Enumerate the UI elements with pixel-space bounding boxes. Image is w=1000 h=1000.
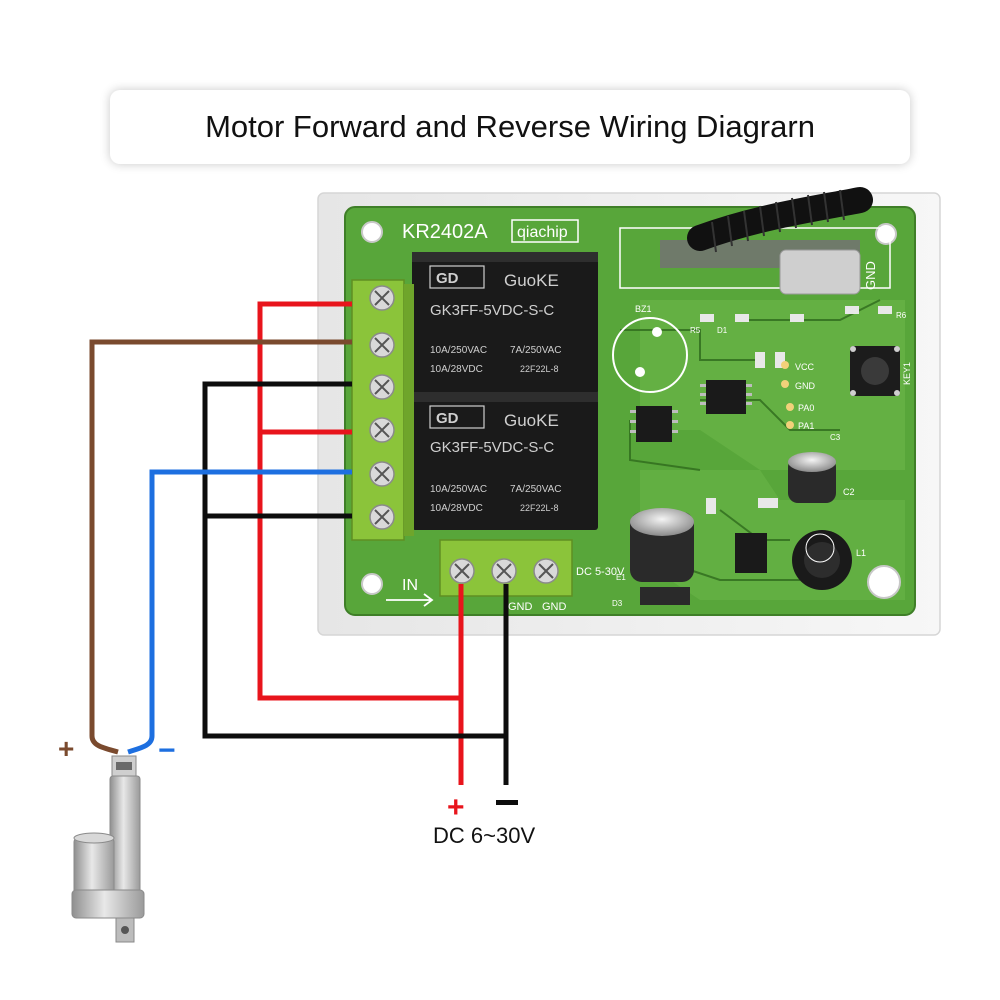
r5-label: R5 xyxy=(690,326,701,335)
relay-2-rating1: 10A/250VAC xyxy=(430,484,487,495)
antenna-coil xyxy=(687,187,873,253)
test-points xyxy=(781,361,794,429)
capacitor-e1: E1 xyxy=(616,508,694,582)
svg-text:GD: GD xyxy=(436,270,459,287)
relay-2-code: 22F22L-8 xyxy=(520,503,559,513)
vcc-label: VCC xyxy=(795,362,815,372)
inductor-l1: L1 xyxy=(792,530,866,590)
relay-1-brand: GuoKE xyxy=(504,271,559,290)
power-supply-label: DC 6~30V xyxy=(433,823,535,848)
key1-button: KEY1 xyxy=(850,346,912,396)
gnd2-label: GND xyxy=(542,601,567,613)
title-card: Motor Forward and Reverse Wiring Diagrar… xyxy=(110,90,910,164)
relay-2-rating3: 10A/28VDC xyxy=(430,503,483,514)
motor-plus-label: + xyxy=(58,733,74,764)
red-wire-relay-loop xyxy=(257,301,352,435)
pa1-label: PA1 xyxy=(798,421,814,431)
output-terminal-block xyxy=(351,279,414,541)
motor-minus-label: − xyxy=(158,734,176,767)
power-plus-label: + xyxy=(447,791,465,824)
linear-actuator-motor xyxy=(71,755,145,943)
red-wire-to-power-plus xyxy=(257,432,461,701)
c3-label: C3 xyxy=(830,433,841,442)
in-arrow xyxy=(386,593,434,607)
power-minus-bar xyxy=(496,800,518,805)
d3-label: D3 xyxy=(612,599,623,608)
relay-1-rating3: 10A/28VDC xyxy=(430,364,483,375)
rf-module: GND xyxy=(619,187,891,295)
mounting-holes xyxy=(361,221,901,599)
diagram-title: Motor Forward and Reverse Wiring Diagrar… xyxy=(205,109,815,144)
ic-chips xyxy=(630,380,767,573)
pa0-label: PA0 xyxy=(798,403,814,413)
smd-components xyxy=(640,306,892,605)
brand-box xyxy=(511,219,579,243)
black-wire-relay-loop xyxy=(202,381,352,519)
relay-2: GD GuoKE GK3FF-5VDC-S-C 10A/250VAC 7A/25… xyxy=(412,392,598,530)
power-silkscreen-label: DC 5-30V xyxy=(576,566,625,578)
d1-label: D1 xyxy=(717,326,728,335)
capacitor-c2: C2 xyxy=(788,452,855,503)
l1-label: L1 xyxy=(856,548,866,558)
brown-wire-motor-plus xyxy=(89,339,352,755)
board-model-label: KR2402A xyxy=(402,221,488,243)
gnd-pin-label: GND xyxy=(863,261,878,290)
black-wire-to-power-minus xyxy=(202,516,506,739)
key1-label: KEY1 xyxy=(902,362,912,385)
relay-1-rating2: 7A/250VAC xyxy=(510,345,562,356)
r6-label: R6 xyxy=(896,311,907,320)
buzzer-bz1: BZ1 xyxy=(612,304,688,393)
bz1-label: BZ1 xyxy=(635,304,652,314)
relay-2-rating2: 7A/250VAC xyxy=(510,484,562,495)
c2-label: C2 xyxy=(843,487,855,497)
relay-1-code: 22F22L-8 xyxy=(520,364,559,374)
relay-1-rating1: 10A/250VAC xyxy=(430,345,487,356)
in-label: IN xyxy=(402,577,418,594)
blue-wire-motor-minus xyxy=(127,469,352,755)
board-brand-label: qiachip xyxy=(517,224,568,241)
svg-text:GD: GD xyxy=(436,410,459,427)
gnd1-label: GND xyxy=(508,601,533,613)
relay-1-part: GK3FF-5VDC-S-C xyxy=(430,302,554,319)
relay-2-brand: GuoKE xyxy=(504,411,559,430)
relay-1: GD GuoKE GK3FF-5VDC-S-C 10A/250VAC 7A/25… xyxy=(412,252,598,394)
power-minus-label: − xyxy=(525,811,526,813)
relay-2-part: GK3FF-5VDC-S-C xyxy=(430,439,554,456)
e1-label: E1 xyxy=(616,573,626,582)
gnd-mid-label: GND xyxy=(795,381,816,391)
